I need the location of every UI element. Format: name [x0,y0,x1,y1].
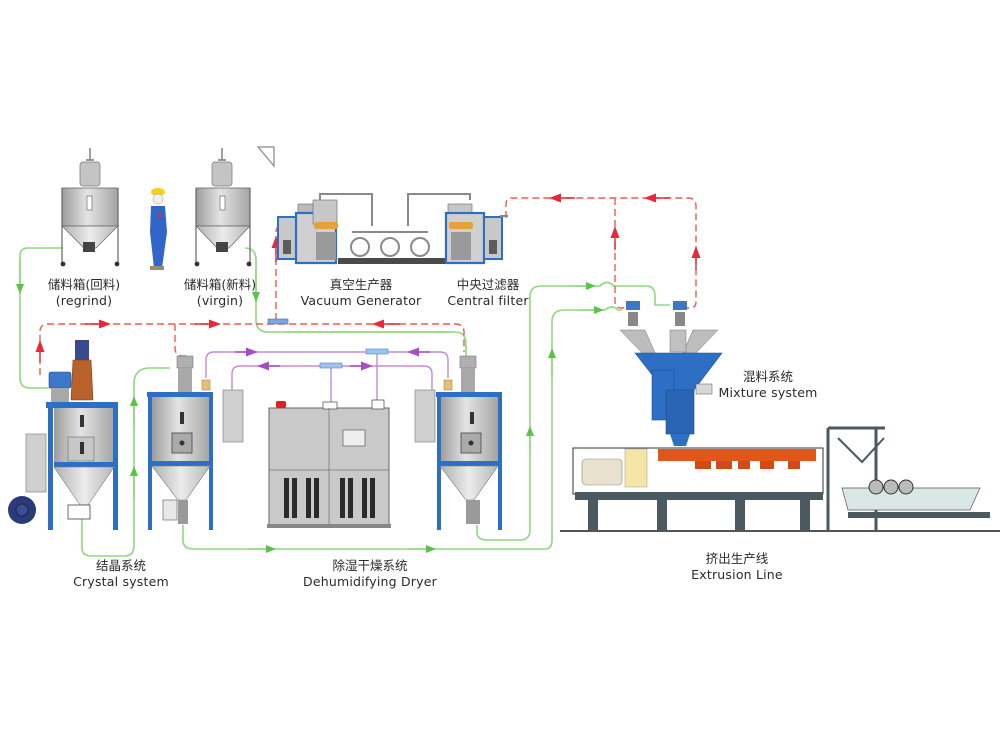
label-crystal-zh: 结晶系统 [95,558,146,573]
dryer-hopper-right [414,355,502,530]
label-regrind-bin: 储料箱(回料) (regrind) [34,277,134,309]
label-vacuum-en: Vacuum Generator [300,293,422,308]
flow-regrind-to-crystal [19,247,62,389]
label-regrind-zh: 储料箱(回料) [47,277,121,292]
label-vacuum-zh: 真空生产器 [329,277,393,292]
flow-virgin-down [244,247,467,358]
label-virgin-bin: 储料箱(新料) (virgin) [170,277,270,309]
label-virgin-zh: 储料箱(新料) [183,277,257,292]
label-filter-en: Central filter [447,293,529,308]
label-mixture-zh: 混料系统 [742,369,793,384]
flow-dryer1-out [182,306,622,550]
pump-manifold [319,193,471,264]
label-crystal-system: 结晶系统 Crystal system [66,558,176,590]
label-mixture-system: 混料系统 Mixture system [712,369,824,401]
haul-off-unit [826,426,990,530]
flow-dryer2-out [476,281,670,541]
crystallizer [8,340,118,530]
dry-air-arrows [235,347,430,371]
vacuum-arrows [35,193,701,362]
dehumidifier-cabinet [267,399,391,528]
label-virgin-en: (virgin) [196,293,244,308]
label-mixture-en: Mixture system [718,385,818,400]
label-filter-zh: 中央过滤器 [456,277,520,292]
dryer-hopper-left [147,355,244,530]
extruder [560,447,1000,532]
vacuum-top-line [505,197,697,309]
label-regrind-en: (regrind) [55,293,113,308]
dry-air-inner-loop [231,365,433,392]
label-vacuum-generator: 真空生产器 Vacuum Generator [296,277,426,309]
dry-air-tee-inner [319,362,343,369]
vacuum-main-line [39,323,465,375]
label-extrusion-line: 挤出生产线 Extrusion Line [682,551,792,583]
flow-crystal-to-dryer1 [81,367,170,557]
gravimetric-mixer [619,301,723,446]
label-extrusion-en: Extrusion Line [691,567,783,582]
label-central-filter: 中央过滤器 Central filter [438,277,538,309]
operator-figure [150,188,167,270]
vacuum-tee-fitting [267,318,289,325]
vacuum-generator [277,199,338,265]
label-dryer-zh: 除湿干燥系统 [332,558,408,573]
regrind-storage-bin [60,148,120,267]
dry-air-tee-outer [365,348,389,355]
central-filter [444,203,508,265]
label-crystal-en: Crystal system [73,574,169,589]
dry-air-outer-loop [205,351,449,378]
label-extrusion-zh: 挤出生产线 [705,551,769,566]
material-flow-lines [16,247,670,557]
virgin-storage-bin [194,146,275,267]
label-dryer-en: Dehumidifying Dryer [303,574,437,589]
label-dehumidifying-dryer: 除湿干燥系统 Dehumidifying Dryer [300,558,440,590]
